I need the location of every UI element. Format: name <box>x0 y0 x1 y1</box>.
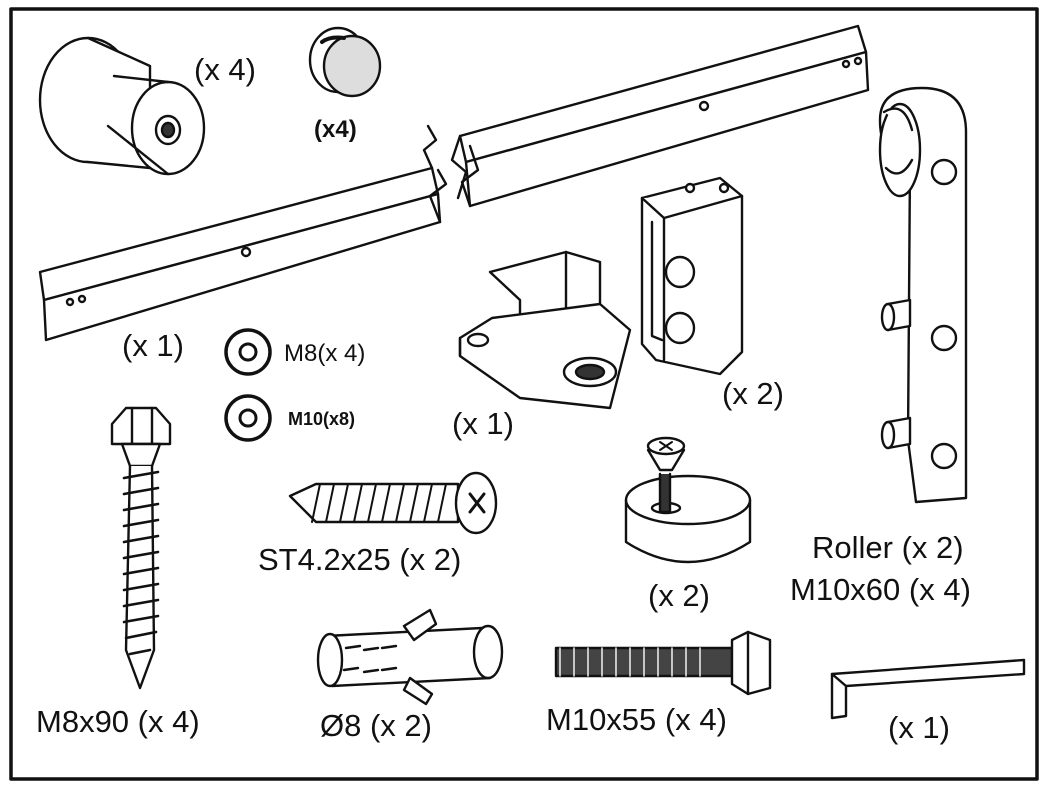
roller-bolt-label: M10x60 (x 4) <box>790 572 971 607</box>
washer-m10-label: M10(x8) <box>288 409 356 429</box>
floor-guide-quantity: (x 1) <box>452 406 514 441</box>
cap-quantity: (x4) <box>314 116 357 143</box>
roller-hanger-drawing <box>878 86 968 504</box>
hex-key-drawing <box>830 658 1026 720</box>
stopper-quantity: (x 4) <box>194 52 256 87</box>
anti-jump-quantity: (x 2) <box>722 376 784 411</box>
spacer-quantity: (x 2) <box>648 578 710 613</box>
washer-m8-drawing <box>224 328 272 376</box>
cap-drawing <box>308 26 382 98</box>
washer-m10-drawing <box>224 394 272 442</box>
lag-screw-drawing <box>110 406 172 690</box>
hex-key-quantity: (x 1) <box>888 710 950 745</box>
rail-quantity: (x 1) <box>122 328 184 363</box>
lag-screw-label: M8x90 (x 4) <box>36 704 200 739</box>
hex-bolt-drawing <box>554 630 772 696</box>
roller-label: Roller (x 2) <box>812 530 964 565</box>
frame-border <box>9 7 1039 781</box>
stopper-drawing <box>38 36 206 176</box>
washer-m8-label: M8(x 4) <box>284 340 366 367</box>
spacer-wheel-drawing <box>624 436 752 564</box>
hex-bolt-label: M10x55 (x 4) <box>546 702 727 737</box>
track-rail-drawing <box>38 24 870 342</box>
self-tapping-screw-drawing <box>288 471 498 535</box>
wall-anchor-label: Ø8 (x 2) <box>320 708 432 743</box>
floor-guide-drawing <box>458 250 632 410</box>
wall-anchor-drawing <box>316 608 504 706</box>
self-tapping-screw-label: ST4.2x25 (x 2) <box>258 542 462 577</box>
anti-jump-block-drawing <box>640 176 744 376</box>
